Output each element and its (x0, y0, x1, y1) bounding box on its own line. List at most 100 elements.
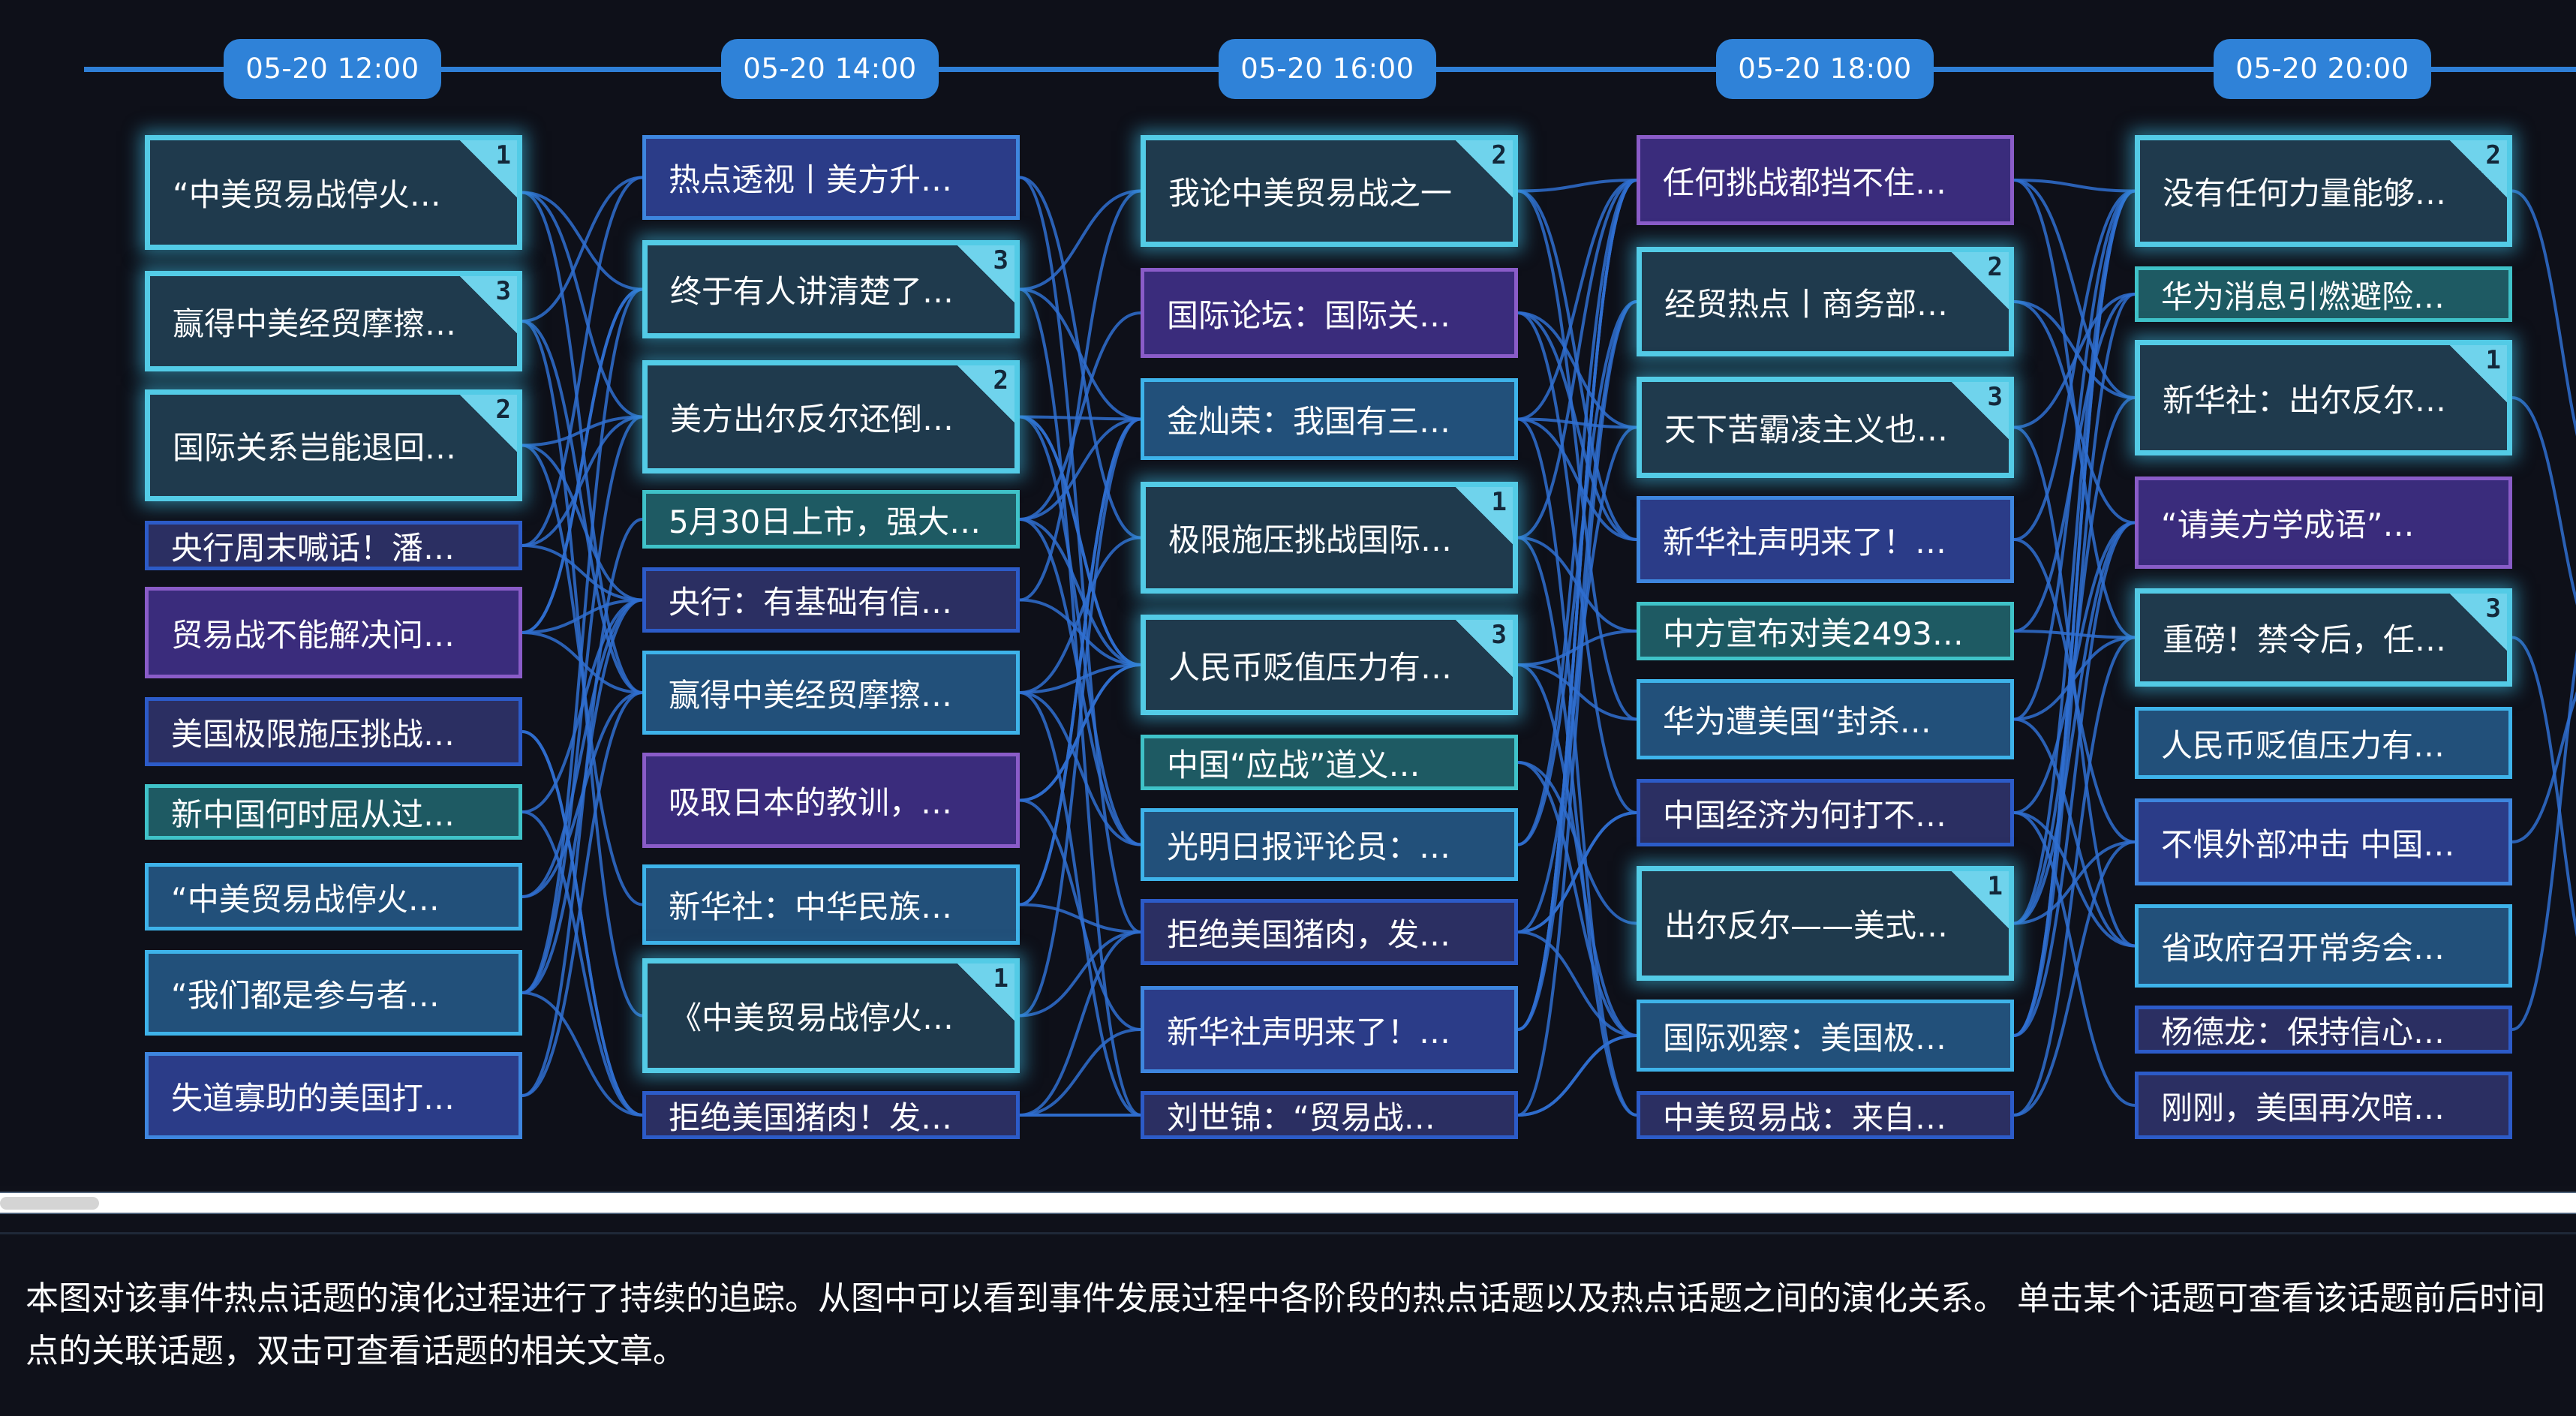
topic-card[interactable]: 不惧外部冲击 中国… (2135, 798, 2512, 885)
topic-card[interactable]: 1《中美贸易战停火… (642, 958, 1020, 1073)
topic-card[interactable]: 中方宣布对美2493… (1637, 602, 2014, 660)
rank-number: 2 (1491, 140, 1507, 170)
topic-card[interactable]: 美国极限施压挑战… (145, 697, 522, 766)
topic-label: 国际关系岂能退回… (173, 429, 457, 466)
topic-card[interactable]: 杨德龙：保持信心… (2135, 1006, 2512, 1054)
topic-card[interactable]: “中美贸易战停火… (145, 863, 522, 930)
topic-label: 央行周末喊话！潘… (171, 529, 455, 567)
rank-number: 1 (2485, 345, 2501, 375)
topic-card[interactable]: 央行周末喊话！潘… (145, 521, 522, 570)
topic-card[interactable]: 新华社声明来了！… (1141, 986, 1518, 1073)
topic-label: 华为消息引燃避险… (2161, 278, 2445, 315)
topic-label: 热点透视丨美方升… (669, 161, 953, 198)
topic-label: 失道寡助的美国打… (171, 1079, 455, 1117)
topic-label: 吸取日本的教训，… (669, 784, 953, 821)
topic-label: 新华社：出尔反尔… (2163, 381, 2447, 419)
topic-card[interactable]: 2 我论中美贸易战之一 (1141, 135, 1518, 247)
topic-label: 刘世锦：“贸易战… (1167, 1099, 1435, 1136)
topic-label: 中方宣布对美2493… (1663, 615, 1964, 652)
topic-card[interactable]: 光明日报评论员：… (1141, 808, 1518, 881)
topic-card[interactable]: 央行：有基础有信… (642, 567, 1020, 633)
scrollbar-thumb[interactable] (0, 1197, 99, 1210)
topic-label: 终于有人讲清楚了… (670, 273, 954, 310)
topic-card[interactable]: “我们都是参与者… (145, 950, 522, 1036)
topic-card[interactable]: 中国“应战”道义… (1141, 735, 1518, 790)
horizontal-scrollbar[interactable] (0, 1192, 2576, 1214)
topic-card[interactable]: 人民币贬值压力有… (2135, 707, 2512, 779)
rank-badge: 3 (956, 245, 1014, 304)
time-tick-5: 05-20 20:00 (2214, 39, 2431, 99)
topic-label: 中国“应战”道义… (1167, 746, 1420, 783)
rank-badge: 1 (1454, 487, 1513, 546)
rank-number: 2 (1987, 252, 2003, 282)
topic-label: 人民币贬值压力有… (2161, 726, 2445, 764)
topic-card[interactable]: 中国经济为何打不… (1637, 779, 2014, 846)
topic-label: 没有任何力量能够… (2163, 175, 2447, 212)
evolution-links (522, 176, 2576, 1117)
rank-number: 2 (993, 365, 1008, 395)
rank-number: 3 (495, 276, 511, 306)
topic-card[interactable]: 中美贸易战：来自… (1637, 1091, 2014, 1139)
topic-label: “中美贸易战停火… (171, 880, 440, 918)
topic-card[interactable]: 贸易战不能解决问… (145, 587, 522, 678)
topic-card[interactable]: 国际论坛：国际关… (1141, 268, 1518, 358)
topic-card[interactable]: 拒绝美国猪肉，发… (1141, 899, 1518, 965)
topic-card[interactable]: 热点透视丨美方升… (642, 135, 1020, 220)
topic-label: 中美贸易战：来自… (1663, 1099, 1947, 1136)
rank-badge: 3 (1950, 382, 2009, 440)
rank-number: 2 (495, 395, 511, 425)
topic-card[interactable]: 刚刚，美国再次暗… (2135, 1072, 2512, 1139)
topic-card[interactable]: 新中国何时屈从过… (145, 784, 522, 840)
topic-label: 人民币贬值压力有… (1168, 648, 1453, 686)
topic-card[interactable]: 5月30日上市，强大… (642, 490, 1020, 549)
topic-card[interactable]: 华为遭美国“封杀… (1637, 679, 2014, 759)
topic-label: 杨德龙：保持信心… (2161, 1013, 2445, 1051)
topic-label: 美国极限施压挑战… (171, 715, 455, 753)
topic-label: 光明日报评论员：… (1167, 828, 1451, 865)
time-tick-4: 05-20 18:00 (1716, 39, 1934, 99)
rank-badge: 3 (2448, 594, 2507, 652)
topic-card[interactable]: 1 新华社：出尔反尔… (2135, 340, 2512, 455)
topic-card[interactable]: 拒绝美国猪肉！发… (642, 1091, 1020, 1139)
rank-number: 1 (1987, 871, 2003, 901)
topic-card[interactable]: 金灿荣：我国有三… (1141, 378, 1518, 460)
topic-card[interactable]: 2 国际关系岂能退回… (145, 389, 522, 501)
topic-label: 新中国何时屈从过… (171, 795, 455, 833)
topic-label: 赢得中美经贸摩擦… (669, 676, 953, 714)
topic-label: 国际论坛：国际关… (1167, 296, 1451, 334)
topic-card[interactable]: 任何挑战都挡不住… (1637, 135, 2014, 225)
topic-card[interactable]: 刘世锦：“贸易战… (1141, 1091, 1518, 1139)
rank-badge: 3 (1454, 620, 1513, 678)
topic-label: 《中美贸易战停火… (670, 1000, 954, 1036)
topic-card[interactable]: 赢得中美经贸摩擦… (642, 651, 1020, 735)
rank-badge: 2 (956, 365, 1014, 424)
topic-card[interactable]: “请美方学成语”… (2135, 477, 2512, 569)
topic-card[interactable]: 吸取日本的教训，… (642, 753, 1020, 848)
topic-card[interactable]: 国际观察：美国极… (1637, 1000, 2014, 1072)
topic-card[interactable]: 新华社声明来了！… (1637, 496, 2014, 583)
topic-card[interactable]: 失道寡助的美国打… (145, 1052, 522, 1139)
topic-card[interactable]: 华为消息引燃避险… (2135, 266, 2512, 322)
rank-number: 3 (2485, 594, 2501, 624)
topic-label: 新华社声明来了！… (1663, 523, 1947, 561)
topic-card[interactable]: 省政府召开常务会… (2135, 904, 2512, 988)
rank-badge: 1 (956, 964, 1014, 1022)
rank-badge: 1 (2448, 345, 2507, 404)
topic-label: 国际观察：美国极… (1663, 1019, 1947, 1057)
topic-label: 我论中美贸易战之一 (1168, 175, 1453, 212)
topic-card[interactable]: 1“中美贸易战停火… (145, 135, 522, 250)
topic-card[interactable]: 新华社：中华民族… (642, 864, 1020, 945)
topic-label: 金灿荣：我国有三… (1167, 403, 1451, 440)
topic-label: 华为遭美国“封杀… (1663, 703, 1931, 740)
topic-label: 5月30日上市，强大… (669, 503, 981, 540)
